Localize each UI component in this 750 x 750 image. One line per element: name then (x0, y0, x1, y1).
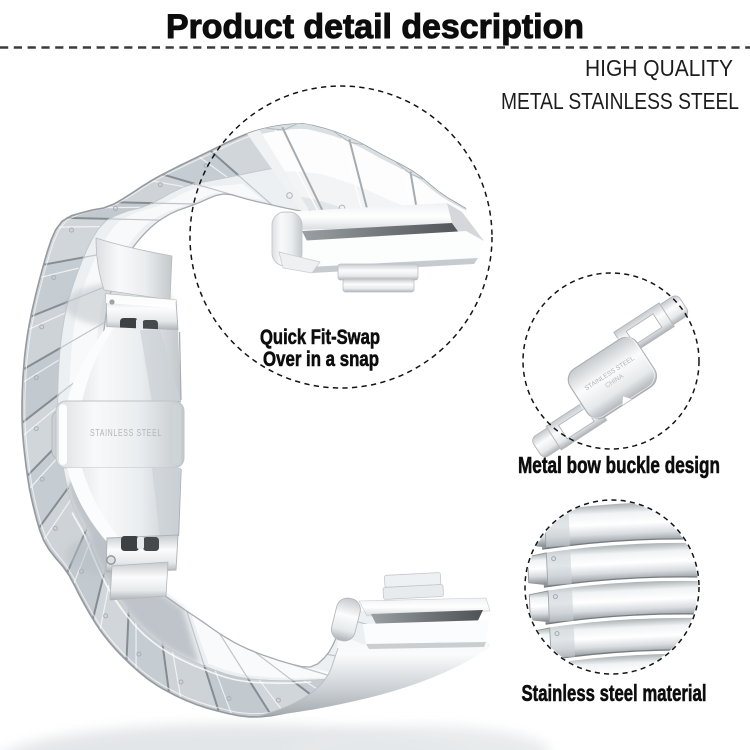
svg-text:STAINLESS STEEL: STAINLESS STEEL (90, 427, 162, 439)
svg-text:Quick Fit-Swap: Quick Fit-Swap (260, 325, 380, 349)
svg-text:Metal bow buckle design: Metal bow buckle design (518, 452, 720, 478)
svg-text:Stainless steel material: Stainless steel material (522, 680, 707, 706)
svg-text:HIGH QUALITY: HIGH QUALITY (585, 55, 733, 81)
svg-text:Product detail description: Product detail description (166, 8, 584, 46)
svg-text:METAL STAINLESS STEEL: METAL STAINLESS STEEL (501, 88, 739, 114)
svg-text:Over in a snap: Over in a snap (263, 347, 379, 371)
